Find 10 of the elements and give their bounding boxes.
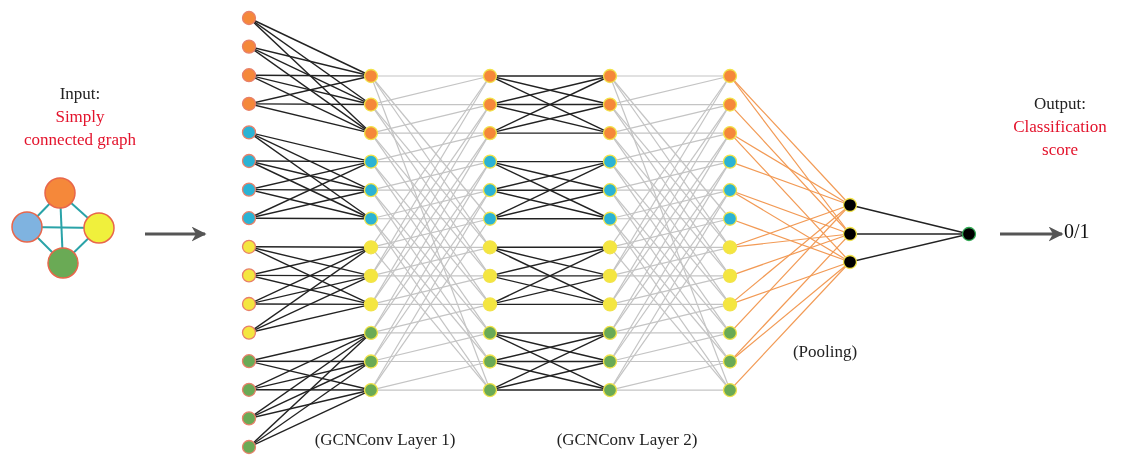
layer-label: (Pooling) [791, 341, 859, 363]
output-label: Output: [1033, 93, 1087, 115]
arrow [1000, 226, 1064, 242]
layer-label: (GCNConv Layer 2) [555, 429, 699, 451]
input-label: Input: [58, 83, 102, 105]
output-value: 0/1 [1064, 220, 1091, 243]
output-description: Classification score [1012, 116, 1108, 161]
input-description: Simply connected graph [23, 106, 137, 151]
layer-label: (GCNConv Layer 1) [313, 429, 457, 451]
arrow [145, 226, 207, 242]
